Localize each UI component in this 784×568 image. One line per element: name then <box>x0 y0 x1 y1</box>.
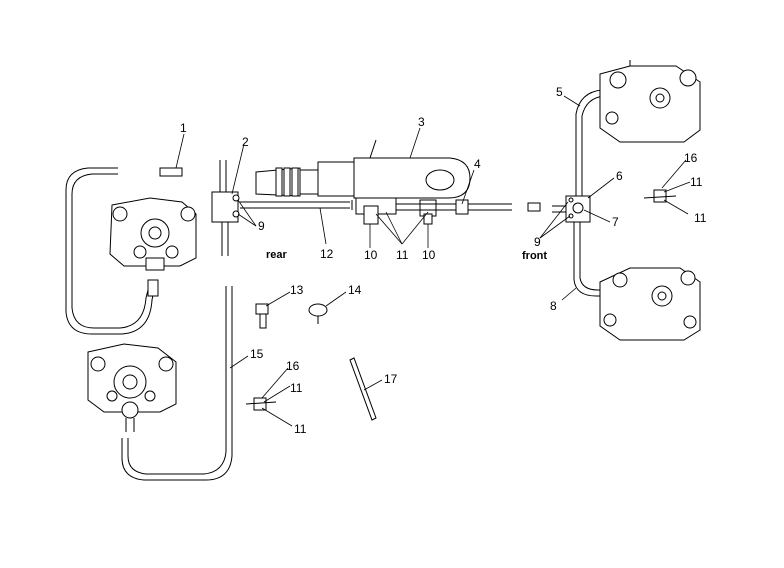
rear-lower-caliper <box>87 343 177 432</box>
callout-labels: 1 2 3 4 5 6 7 8 9 9 10 10 11 11 11 11 11… <box>180 85 707 436</box>
front-lower-brake-line <box>573 272 628 297</box>
leader-lines <box>175 95 691 427</box>
callout-15: 15 <box>250 347 264 361</box>
callout-14: 14 <box>348 283 362 297</box>
part-1-bleeder-cap <box>159 167 183 177</box>
part-16-clip-rear <box>245 397 277 411</box>
part-13-bleeder-screw <box>255 303 269 329</box>
callout-1: 1 <box>180 121 187 135</box>
rear-left-brake-line <box>65 167 159 335</box>
callout-5: 5 <box>556 85 563 99</box>
callout-4: 4 <box>474 157 481 171</box>
callout-11-center: 11 <box>396 248 409 262</box>
callout-9-rear: 9 <box>258 219 265 233</box>
rear-left-caliper <box>109 197 197 271</box>
callout-6: 6 <box>616 169 623 183</box>
callout-10-right: 10 <box>422 248 436 262</box>
callout-8: 8 <box>550 299 557 313</box>
callout-16-rear: 16 <box>286 359 300 373</box>
part-16-clip-front <box>643 189 677 203</box>
callout-16-front: 16 <box>684 151 698 165</box>
callout-2: 2 <box>242 135 249 149</box>
callout-17: 17 <box>384 372 398 386</box>
callout-11-rear-top: 11 <box>290 381 303 395</box>
callout-12: 12 <box>320 247 334 261</box>
callout-10-left: 10 <box>364 248 378 262</box>
front-brake-tee <box>552 150 591 272</box>
callout-9-front: 9 <box>534 235 541 249</box>
callout-13: 13 <box>290 283 304 297</box>
callout-11-front-top: 11 <box>690 175 703 189</box>
part-17-cable-tie <box>349 357 377 421</box>
callout-11-rear-bottom: 11 <box>294 422 307 436</box>
callout-3: 3 <box>418 115 425 129</box>
front-lower-caliper <box>599 267 701 341</box>
rear-brake-tee <box>211 160 240 256</box>
rear-long-brake-line <box>121 286 233 481</box>
callout-11-front-bottom: 11 <box>694 211 707 225</box>
main-brake-line <box>240 197 541 225</box>
front-label: front <box>522 250 547 262</box>
callout-7: 7 <box>612 215 619 229</box>
part-14-clip <box>308 303 328 324</box>
front-upper-caliper <box>599 60 701 143</box>
rear-label: rear <box>266 249 288 261</box>
master-cylinder <box>255 139 471 210</box>
